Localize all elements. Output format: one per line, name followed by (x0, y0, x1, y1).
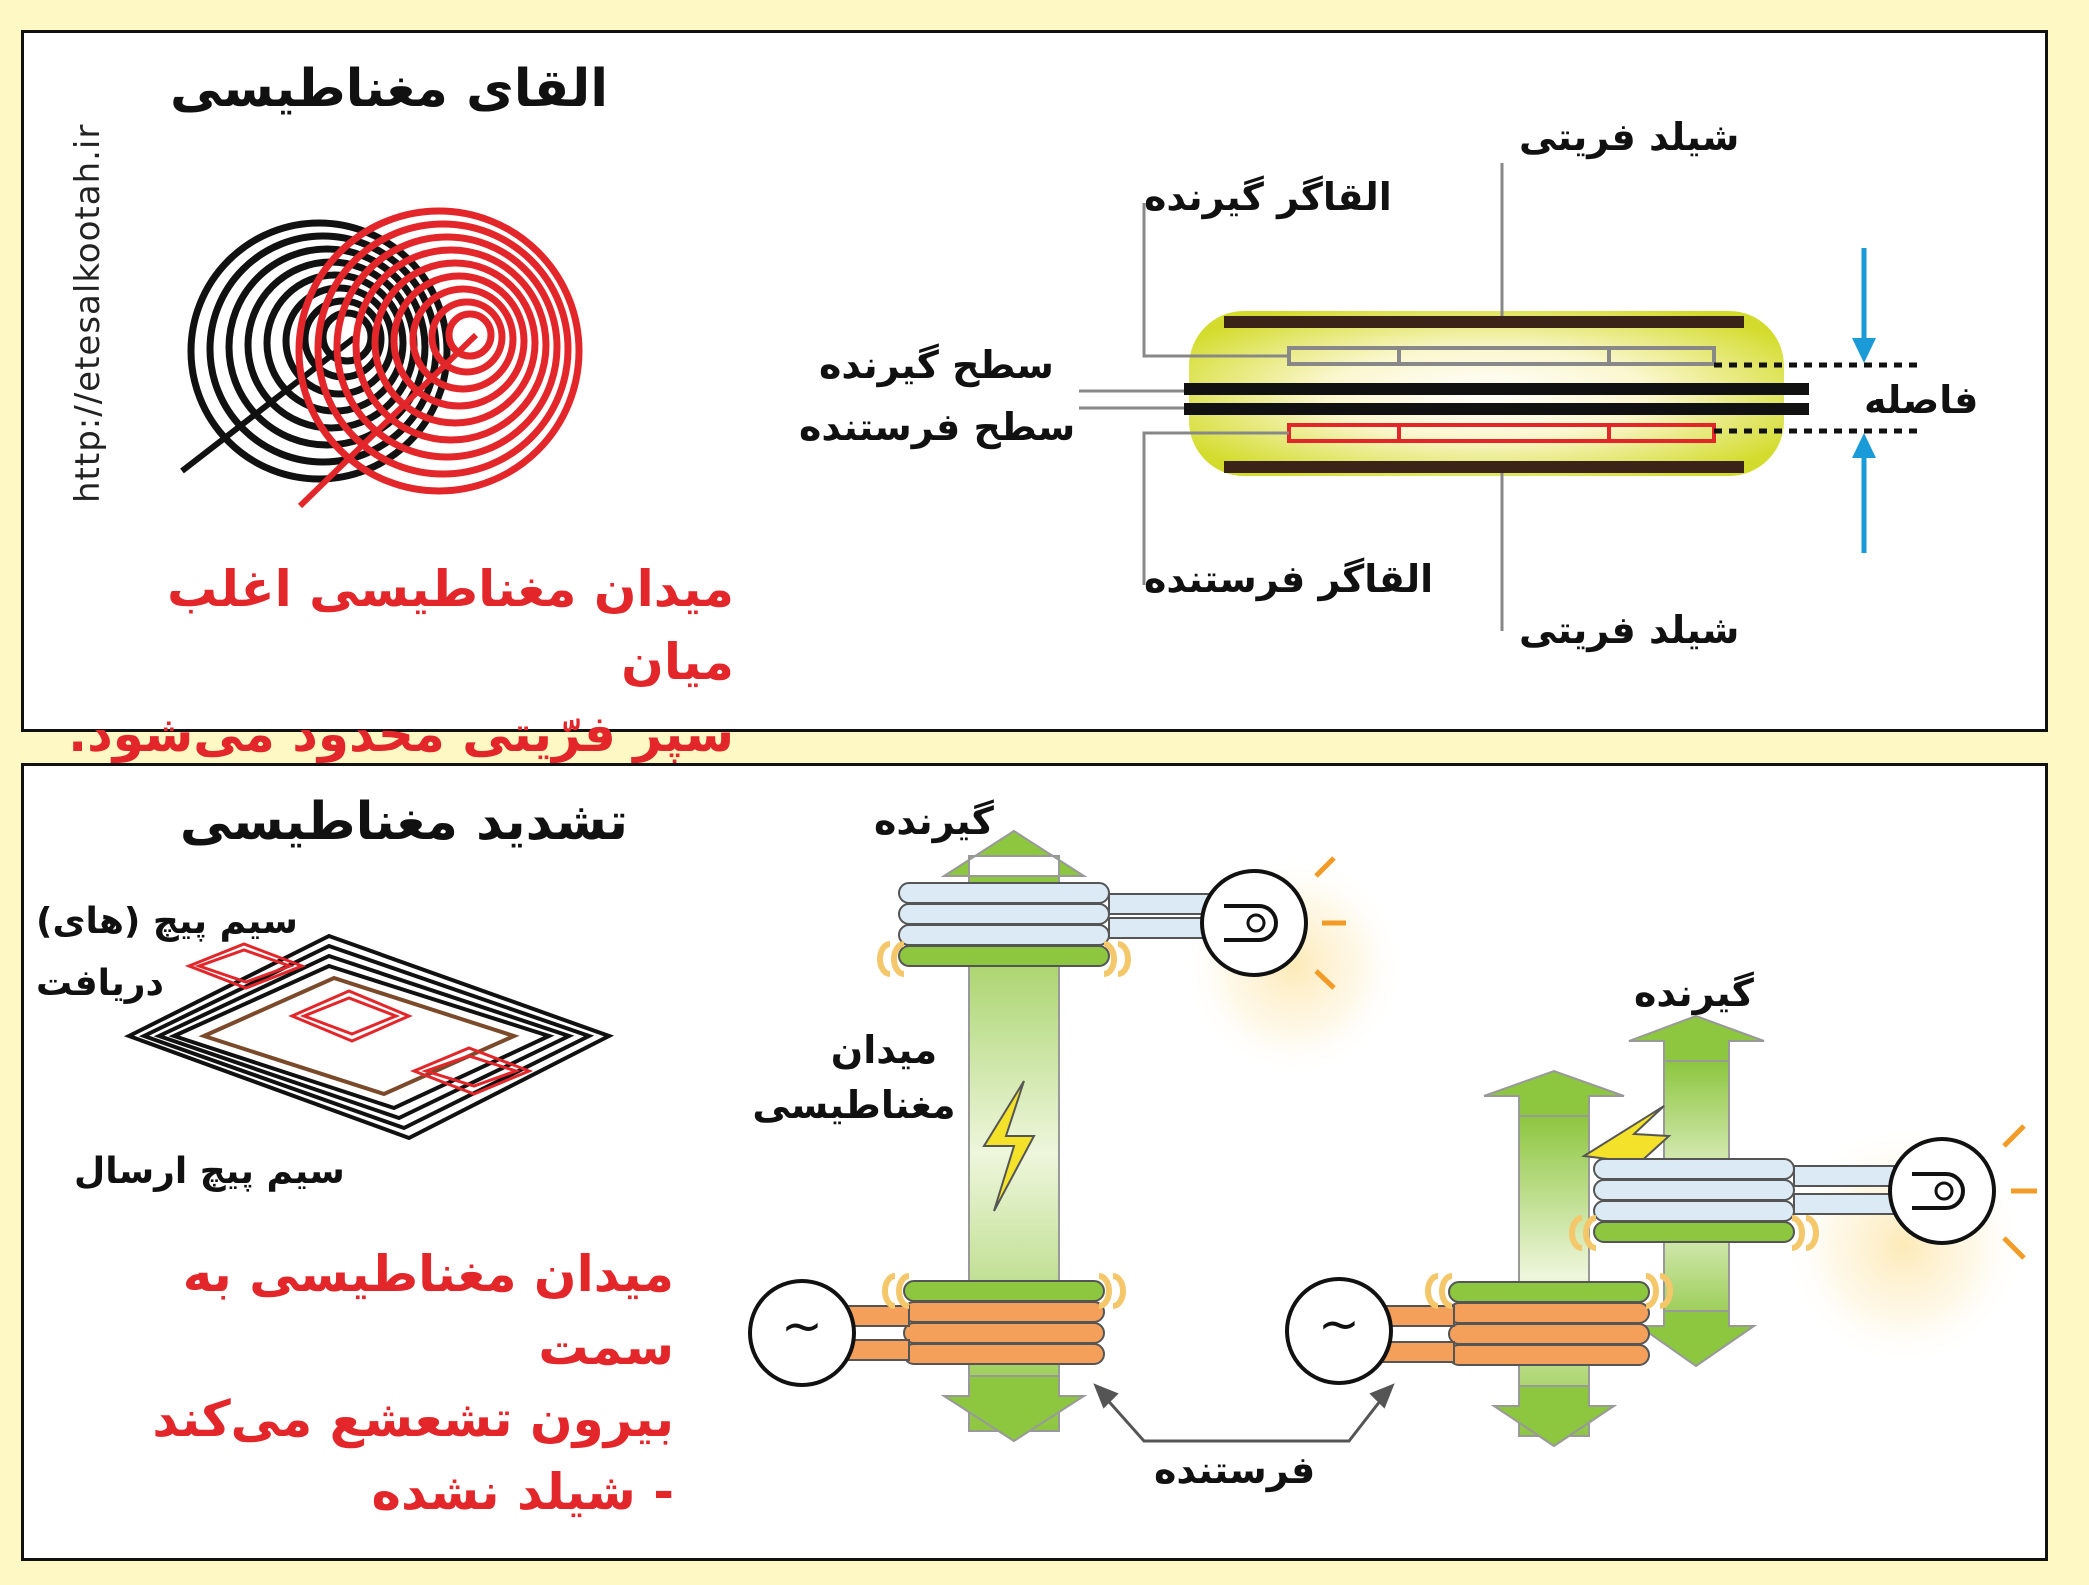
resonance-rings-left-top (877, 941, 1131, 977)
label-receive-coils-2: دریافت (36, 963, 164, 1004)
site-url: http://etesalkootah.ir (68, 123, 108, 503)
magnetic-induction-panel: http://etesalkootah.ir القای مغناطیسی می… (21, 30, 2048, 763)
induction-caption-line2: سپر فرّیتی محدود می‌شود. (68, 705, 734, 763)
magnetic-resonance-panel: تشدید مغناطیسی سیم پیچ (های) دریافت سیم … (21, 763, 2048, 1561)
induction-caption: میدان مغناطیسی اغلب میان سپر فرّیتی محدو… (44, 553, 734, 771)
label-transmitter: فرستنده (1154, 1448, 1316, 1492)
transmitter-coil-stack-left (823, 1280, 1105, 1365)
label-ferrite-shield-top: شیلد فریتی (1519, 115, 1740, 159)
resonance-title: تشدید مغناطیسی (179, 792, 629, 852)
label-receive-coils-1: سیم پیچ (های) (36, 901, 298, 942)
label-receiver-surface: سطح گیرنده (819, 343, 1054, 387)
label-ferrite-shield-bottom: شیلد فریتی (1519, 608, 1740, 652)
ac-symbol-right: ~ (1318, 1295, 1360, 1353)
transmit-coil-inner (198, 975, 520, 1097)
resonance-caption-line2: بیرون تشعشع می‌کند (152, 1390, 674, 1448)
light-bulb-icon-left (1200, 869, 1308, 977)
receiver-coil-stack-left (898, 882, 1210, 967)
ferrite-shield-bottom (1224, 461, 1744, 473)
induction-caption-line1: میدان مغناطیسی اغلب میان (167, 560, 734, 691)
ferrite-shield-top (1224, 316, 1744, 328)
ac-source-icon-left (748, 1279, 856, 1387)
label-receiver-right: گیرنده (1634, 971, 1754, 1015)
induction-diagram (180, 163, 1924, 631)
resonance-rings-left-bottom (882, 1273, 1126, 1309)
label-receiver-left: گیرنده (874, 799, 994, 843)
transmit-coil-plate-icon (123, 933, 615, 1141)
label-gap: فاصله (1864, 378, 1979, 422)
light-rays-right (2002, 1124, 2037, 1260)
label-transmit-coil: سیم پیچ ارسال (74, 1151, 345, 1192)
light-bulb-icon-right (1888, 1137, 1996, 1245)
receive-coils-icon (184, 942, 534, 1096)
transmitter-pointer-arrows (1093, 1383, 1395, 1443)
label-receiver-coil: القاگر گیرنده (1144, 175, 1392, 219)
resonance-rings-right-top (1569, 1215, 1819, 1251)
red-spiral-coil-icon (295, 207, 583, 509)
induction-title: القای مغناطیسی (169, 59, 609, 119)
resonance-caption-line3: - شیلد نشده (371, 1462, 675, 1521)
label-field-2: مغناطیسی (752, 1083, 956, 1127)
receiver-coil-stack-right (1593, 1158, 1895, 1243)
resonance-diagram (123, 829, 2037, 1448)
resonance-caption-line1: میدان مغناطیسی به سمت (182, 1245, 674, 1376)
ac-source-icon-right (1285, 1277, 1393, 1385)
lightning-icon-left (982, 1080, 1036, 1212)
receiver-surface (1184, 383, 1809, 395)
label-transmitter-coil: القاگر فرستنده (1144, 557, 1434, 601)
light-rays-left (1314, 856, 1346, 990)
gap-arrows-icon (1852, 248, 1876, 553)
resonance-rings-right-bottom (1425, 1273, 1673, 1309)
transmitter-coil-stack-right (1363, 1281, 1650, 1366)
resonance-caption: میدان مغناطیسی به سمت بیرون تشعشع می‌کند… (34, 1238, 674, 1528)
transmitter-surface (1184, 403, 1809, 415)
label-field-1: میدان (830, 1028, 938, 1072)
ac-symbol-left: ~ (781, 1297, 823, 1355)
label-transmitter-surface: سطح فرستنده (799, 405, 1076, 449)
